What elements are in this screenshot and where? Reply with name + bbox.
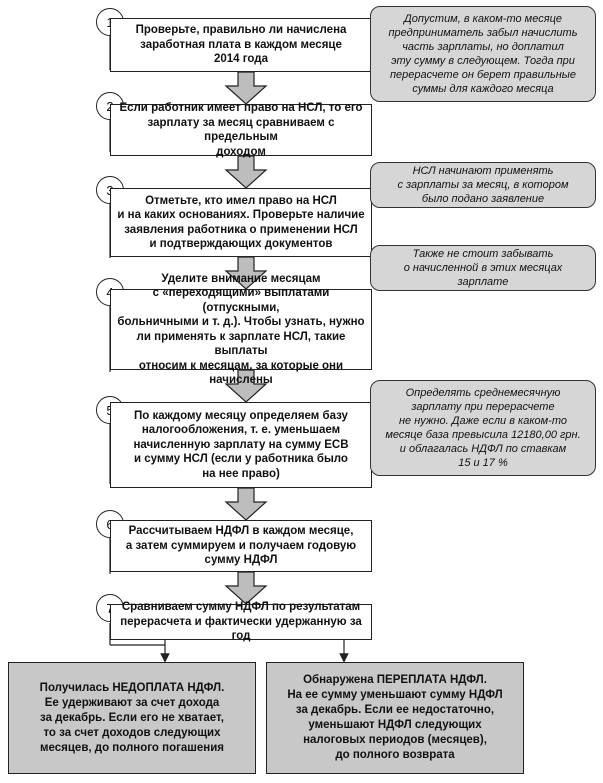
step-box-7: Сравниваем сумму НДФЛ по результатам пер… bbox=[110, 601, 372, 642]
arrow-2-3 bbox=[224, 155, 268, 189]
result-overpayment: Обнаружена ПЕРЕПЛАТА НДФЛ. На ее сумму у… bbox=[266, 662, 524, 774]
step-box-6: Рассчитываем НДФЛ в каждом месяце, а зат… bbox=[110, 520, 372, 572]
note-4: Определять среднемесячную зарплату при п… bbox=[370, 380, 596, 476]
arrow-4-5 bbox=[224, 369, 268, 403]
result-underpayment: Получилась НЕДОПЛАТА НДФЛ. Ее удерживают… bbox=[8, 662, 256, 774]
step-box-1: Проверьте, правильно ли начислена зарабо… bbox=[110, 18, 372, 72]
note-1: Допустим, в каком-то месяце предпринимат… bbox=[370, 6, 596, 102]
step-box-3: Отметьте, кто имел право на НСЛ и на как… bbox=[110, 188, 372, 257]
step-box-4: Уделите внимание месяцам с «переходящими… bbox=[110, 273, 372, 386]
step-box-2: Если работник имеет право на НСЛ, то его… bbox=[110, 102, 372, 158]
arrow-3-4 bbox=[224, 256, 268, 290]
flow-arrows bbox=[224, 71, 268, 605]
step-box-5: По каждому месяцу определяем базу налого… bbox=[110, 402, 372, 488]
arrow-5-6 bbox=[224, 487, 268, 521]
arrow-6-7 bbox=[224, 571, 268, 605]
note-3: Также не стоит забывать о начисленной в … bbox=[370, 245, 596, 291]
note-2: НСЛ начинают применять с зарплаты за мес… bbox=[370, 162, 596, 208]
arrow-1-2 bbox=[224, 71, 268, 105]
